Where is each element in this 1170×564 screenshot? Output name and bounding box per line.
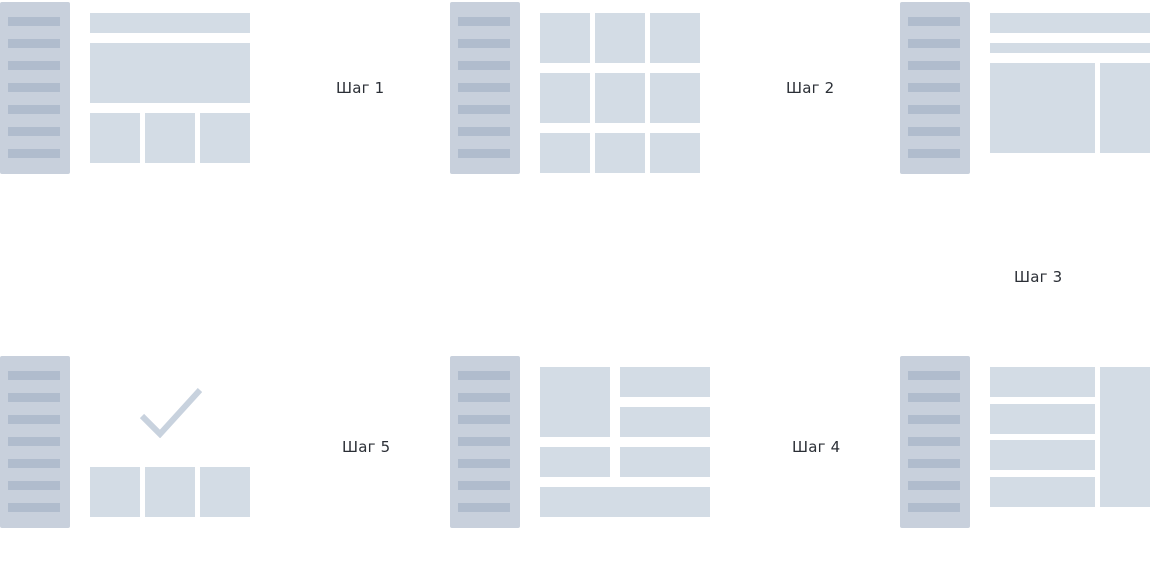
grid-cell [540, 73, 590, 123]
row-block [540, 447, 610, 477]
grid-cell [540, 133, 590, 173]
grid-cell [650, 133, 700, 173]
step-label-5: Шаг 5 [342, 438, 391, 456]
sidebar [900, 2, 970, 174]
sidebar-line [458, 105, 510, 114]
sidebar-line [458, 437, 510, 446]
step-label-1: Шаг 1 [336, 79, 385, 97]
sidebar-line [908, 105, 960, 114]
sidebar-line [8, 503, 60, 512]
grid-cell [650, 73, 700, 123]
sidebar-line [458, 459, 510, 468]
sidebar-line [908, 17, 960, 26]
sidebar-line [908, 83, 960, 92]
sidebar-line [908, 503, 960, 512]
sidebar-line [8, 437, 60, 446]
row-block [990, 404, 1095, 434]
feature-block [540, 367, 610, 437]
sidebar-line [8, 17, 60, 26]
sidebar-line [458, 39, 510, 48]
sidebar-line [458, 481, 510, 490]
card-block [145, 467, 195, 517]
card-block [145, 113, 195, 163]
sidebar-line [908, 39, 960, 48]
sidebar-line [908, 61, 960, 70]
sidebar-line [908, 481, 960, 490]
footer-block [540, 487, 710, 517]
grid-cell [595, 13, 645, 63]
main-block [990, 63, 1095, 153]
header-block [90, 13, 250, 33]
step-label-2: Шаг 2 [786, 79, 835, 97]
sidebar-line [908, 459, 960, 468]
subheader-block [990, 43, 1150, 53]
layout-step-1 [0, 0, 260, 175]
step-label-4: Шаг 4 [792, 438, 841, 456]
sidebar-line [458, 83, 510, 92]
sidebar-line [908, 393, 960, 402]
sidebar-line [8, 415, 60, 424]
layout-step-2 [450, 0, 710, 175]
row-block [620, 447, 710, 477]
card-block [200, 113, 250, 163]
sidebar [450, 2, 520, 174]
sidebar-line [8, 393, 60, 402]
sidebar-line [8, 127, 60, 136]
row-block [990, 367, 1095, 397]
sidebar-line [908, 437, 960, 446]
card-block [90, 467, 140, 517]
layout-step-4a [450, 354, 720, 529]
sidebar-line [458, 17, 510, 26]
grid-cell [540, 13, 590, 63]
layout-step-3 [900, 0, 1160, 175]
sidebar-line [8, 459, 60, 468]
sidebar-line [908, 149, 960, 158]
sidebar-line [908, 371, 960, 380]
step-label-3: Шаг 3 [1014, 268, 1063, 286]
grid-cell [595, 133, 645, 173]
sidebar-line [458, 149, 510, 158]
row-block [620, 367, 710, 397]
sidebar-line [8, 371, 60, 380]
sidebar [900, 356, 970, 528]
sidebar [0, 356, 70, 528]
sidebar-line [8, 105, 60, 114]
sidebar-line [8, 39, 60, 48]
sidebar-line [8, 149, 60, 158]
sidebar-line [458, 61, 510, 70]
hero-block [90, 43, 250, 103]
row-block [990, 440, 1095, 470]
checkmark-icon [140, 388, 202, 438]
sidebar-line [458, 371, 510, 380]
aside-block [1100, 63, 1150, 153]
sidebar-line [8, 83, 60, 92]
sidebar-line [458, 393, 510, 402]
grid-cell [595, 73, 645, 123]
sidebar-line [8, 481, 60, 490]
row-block [990, 477, 1095, 507]
aside-block [1100, 367, 1150, 507]
sidebar-line [8, 61, 60, 70]
grid-cell [650, 13, 700, 63]
card-block [90, 113, 140, 163]
row-block [620, 407, 710, 437]
sidebar-line [458, 127, 510, 136]
card-block [200, 467, 250, 517]
layout-step-5 [0, 354, 260, 529]
sidebar-line [908, 415, 960, 424]
sidebar-line [458, 503, 510, 512]
sidebar [450, 356, 520, 528]
sidebar [0, 2, 70, 174]
layout-step-4b [900, 354, 1160, 529]
header-block [990, 13, 1150, 33]
sidebar-line [908, 127, 960, 136]
sidebar-line [458, 415, 510, 424]
